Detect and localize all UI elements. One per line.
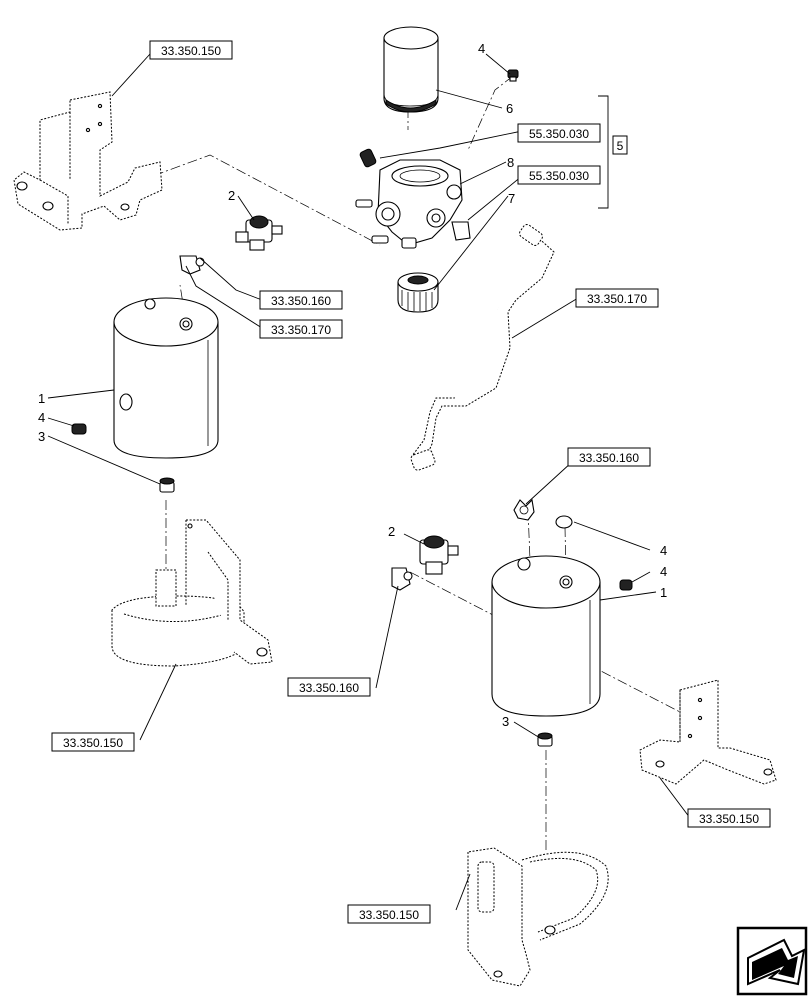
callout-4-top: 4: [478, 41, 485, 56]
svg-text:33.350.170: 33.350.170: [271, 323, 331, 337]
bracket-right: [639, 679, 777, 785]
bracket-top-left: [13, 91, 163, 231]
svg-text:33.350.160: 33.350.160: [579, 451, 639, 465]
drain-valve-lower: [419, 535, 459, 575]
callout-2-left: 2: [228, 188, 235, 203]
svg-text:33.350.150: 33.350.150: [63, 736, 123, 750]
ref-box-pipe[interactable]: 33.350.170: [575, 288, 659, 308]
ref-box-valve-upper[interactable]: 33.350.160: [259, 290, 343, 310]
callout-4-left: 4: [38, 410, 45, 425]
air-pipe: [410, 224, 555, 471]
svg-text:5: 5: [617, 139, 624, 153]
svg-text:55.350.030: 55.350.030: [529, 127, 589, 141]
callout-1-right: 1: [660, 585, 667, 600]
svg-text:55.350.030: 55.350.030: [529, 169, 589, 183]
callout-4-right-a: 4: [660, 543, 667, 558]
air-tank-left: [71, 297, 219, 493]
group-bracket: [598, 95, 609, 209]
svg-text:33.350.150: 33.350.150: [699, 812, 759, 826]
callout-8: 8: [507, 155, 514, 170]
bracket-mid-left: [111, 519, 273, 667]
ref-box-group[interactable]: 5: [612, 135, 628, 155]
plug-right-upper: [555, 515, 573, 529]
ref-box-bracket-bottom[interactable]: 33.350.150: [347, 904, 431, 924]
callout-7: 7: [508, 191, 515, 206]
callout-4-right-b: 4: [660, 564, 667, 579]
valve-block: [355, 148, 471, 249]
air-tank-right: [491, 555, 601, 747]
callout-6: 6: [506, 101, 513, 116]
svg-text:33.350.160: 33.350.160: [299, 681, 359, 695]
ref-box-fitting-star[interactable]: 33.350.160: [567, 447, 651, 467]
callout-1-left: 1: [38, 391, 45, 406]
plug-top: [507, 69, 519, 82]
ref-box-bracket-mid-left[interactable]: 33.350.150: [51, 732, 135, 752]
ref-box-bracket-top-left[interactable]: 33.350.150: [149, 40, 233, 60]
svg-text:33.350.150: 33.350.150: [161, 44, 221, 58]
filter-cartridge: [383, 26, 439, 113]
silencer: [397, 272, 439, 313]
ref-box-air-dryer-b[interactable]: 55.350.030: [517, 165, 601, 185]
ref-box-air-dryer-a[interactable]: 55.350.030: [517, 123, 601, 143]
svg-text:33.350.160: 33.350.160: [271, 294, 331, 308]
plug-right-lower: [619, 579, 633, 591]
callout-3-left: 3: [38, 429, 45, 444]
next-page-arrow-icon[interactable]: [736, 926, 808, 996]
bracket-bottom: [467, 847, 609, 987]
ref-box-elbow-lower[interactable]: 33.350.160: [287, 677, 371, 697]
callout-2-right: 2: [388, 524, 395, 539]
leader-lines: [47, 53, 691, 911]
ref-box-elbow-upper[interactable]: 33.350.170: [259, 319, 343, 339]
fitting-star: [513, 498, 535, 521]
callout-3-right: 3: [502, 714, 509, 729]
ref-box-bracket-right[interactable]: 33.350.150: [687, 808, 771, 828]
svg-text:33.350.170: 33.350.170: [587, 292, 647, 306]
drain-valve-upper: [235, 215, 283, 251]
elbow-fitting-lower: [391, 567, 413, 591]
callout-numbers: 4 6 8 7 2 1 4 3 2 4 4 1 3: [38, 41, 667, 729]
svg-text:33.350.150: 33.350.150: [359, 908, 419, 922]
